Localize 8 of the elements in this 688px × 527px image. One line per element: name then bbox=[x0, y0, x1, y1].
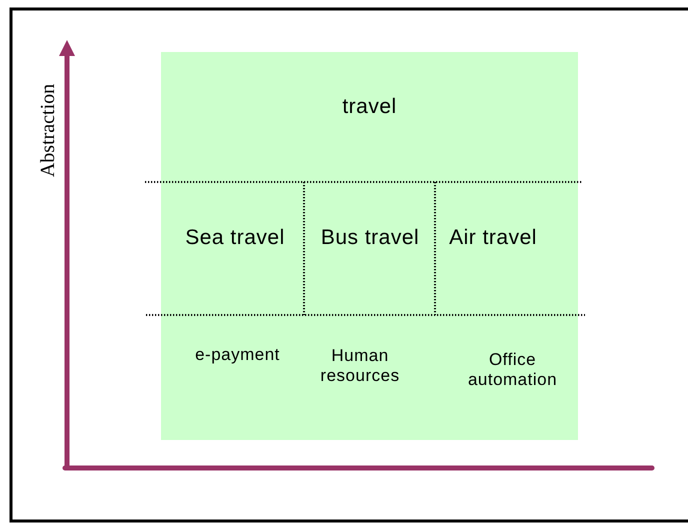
category-label: travel bbox=[161, 52, 578, 162]
category-label: Bus travel bbox=[308, 190, 432, 285]
axis-label: Abstraction bbox=[36, 83, 60, 177]
category-label: Human resources bbox=[305, 338, 415, 394]
category-label: Office automation bbox=[445, 340, 580, 400]
category-label: Air travel bbox=[438, 190, 548, 285]
category-label: e-payment bbox=[170, 338, 305, 372]
category-label: Sea travel bbox=[170, 190, 300, 285]
